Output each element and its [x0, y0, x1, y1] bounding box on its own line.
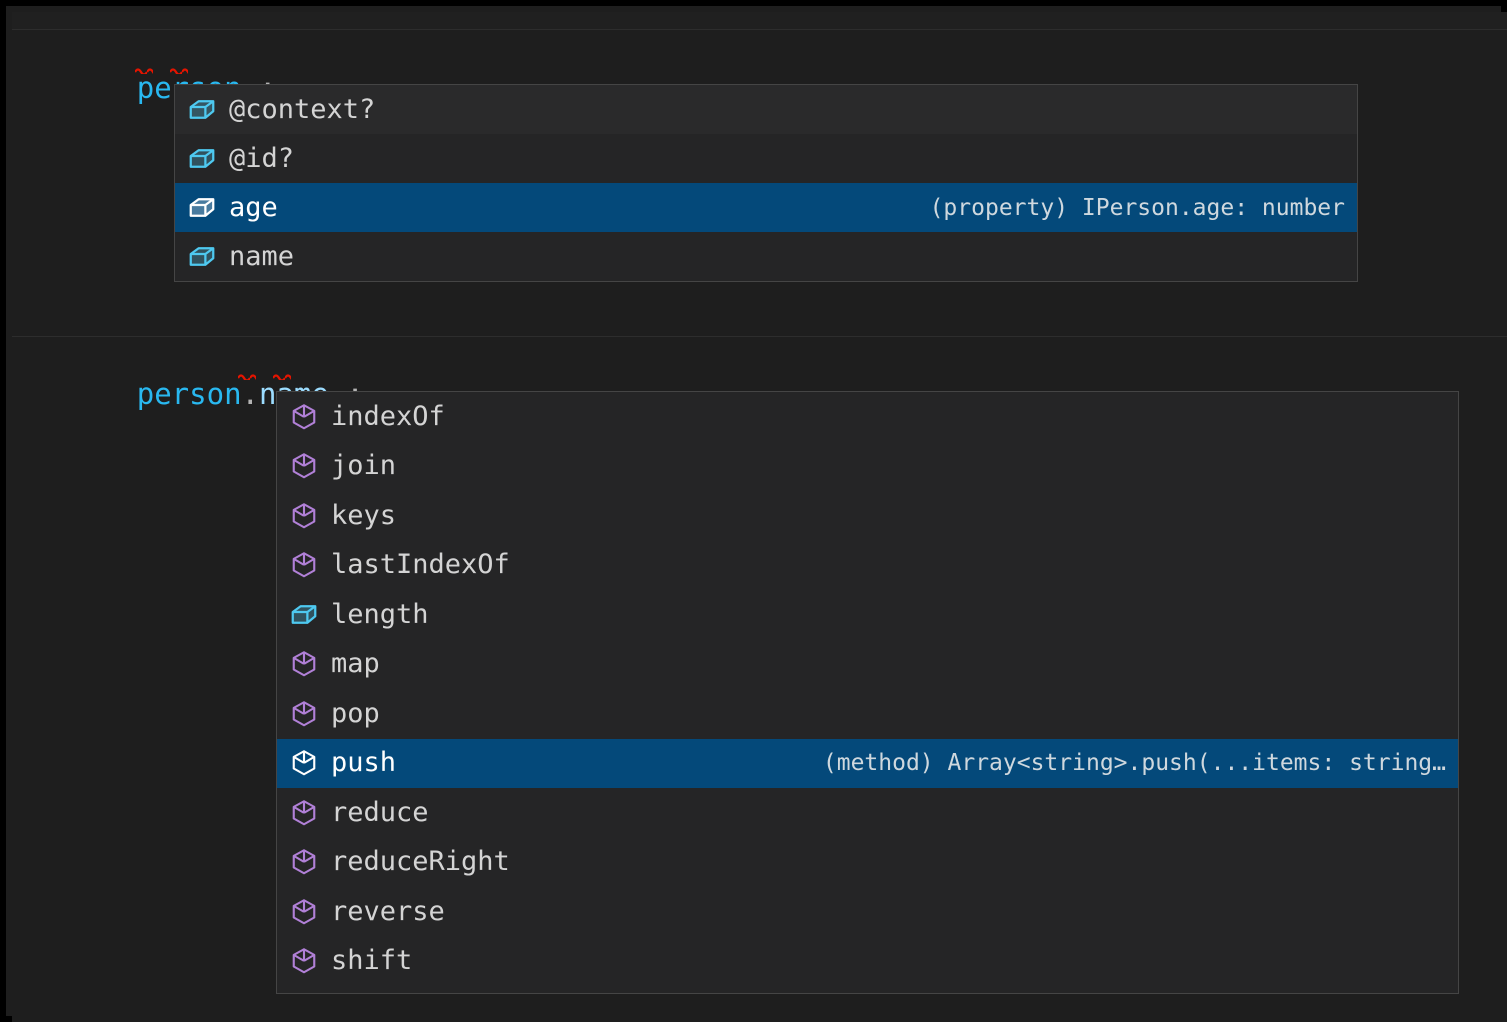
suggest-item-detail: (method) Array<string>.push(...items: st…	[822, 750, 1446, 777]
suggest-item-name[interactable]: name	[175, 232, 1357, 281]
editor-top-strip	[12, 12, 1507, 29]
suggest-widget-person-members[interactable]: @context? @id? age (property) IPerson.age: …	[174, 84, 1358, 282]
suggest-item-label: shift	[331, 945, 413, 977]
property-cube-icon	[185, 95, 219, 125]
method-cube-icon	[287, 501, 321, 531]
suggest-item-label: map	[331, 648, 380, 680]
method-cube-icon	[287, 402, 321, 432]
suggest-item-label: reverse	[331, 895, 445, 927]
suggest-item-pop[interactable]: pop	[277, 689, 1458, 739]
suggest-item-id[interactable]: @id?	[175, 134, 1357, 183]
property-cube-icon	[185, 242, 219, 272]
suggest-widget-person-name-members[interactable]: indexOf join keys lastIndexOf length map pop pu…	[276, 391, 1459, 994]
code-editor[interactable]: person.; person.name.; @context?@id?age(…	[12, 12, 1507, 1022]
method-cube-icon	[287, 847, 321, 877]
suggest-item-context[interactable]: @context?	[175, 85, 1357, 134]
token-variable-person-2: person	[136, 377, 242, 411]
method-cube-icon	[287, 897, 321, 927]
suggest-item-reduceright[interactable]: reduceRight	[277, 837, 1458, 887]
suggest-item-length[interactable]: length	[277, 590, 1458, 640]
suggest-item-shift[interactable]: shift	[277, 936, 1458, 986]
suggest-item-label: indexOf	[331, 400, 445, 432]
suggest-item-label: join	[331, 450, 397, 482]
method-cube-icon	[287, 798, 321, 828]
suggest-item-label: keys	[331, 499, 397, 531]
suggest-item-reduce[interactable]: reduce	[277, 788, 1458, 838]
suggest-item-map[interactable]: map	[277, 639, 1458, 689]
suggest-item-label: age	[229, 191, 278, 223]
suggest-item-label: @id?	[229, 142, 295, 174]
property-cube-icon	[185, 144, 219, 174]
suggest-item-label: pop	[331, 697, 380, 729]
suggest-item-push[interactable]: push (method) Array<string>.push(...items…	[277, 738, 1458, 788]
suggest-item-indexof[interactable]: indexOf	[277, 392, 1458, 442]
method-cube-icon	[287, 748, 321, 778]
suggest-item-join[interactable]: join	[277, 441, 1458, 491]
suggest-item-reverse[interactable]: reverse	[277, 887, 1458, 937]
suggest-item-label: reduceRight	[331, 846, 510, 878]
token-dot-2a: .	[241, 377, 259, 411]
error-squiggle-line-1-semicolon	[170, 67, 188, 74]
editor-divider-top	[12, 29, 1507, 30]
property-cube-icon	[185, 193, 219, 223]
method-cube-icon	[287, 550, 321, 580]
suggest-item-label: lastIndexOf	[331, 549, 510, 581]
method-cube-icon	[287, 649, 321, 679]
suggest-item-detail: (property) IPerson.age: number	[929, 194, 1345, 221]
method-cube-icon	[287, 946, 321, 976]
error-squiggle-line-2-semicolon	[273, 373, 291, 380]
suggest-item-label: push	[331, 747, 397, 779]
suggest-item-keys[interactable]: keys	[277, 491, 1458, 541]
suggest-item-lastindexof[interactable]: lastIndexOf	[277, 540, 1458, 590]
suggest-item-label: name	[229, 240, 295, 272]
method-cube-icon	[287, 451, 321, 481]
error-squiggle-line-1-dot	[135, 67, 153, 74]
suggest-item-age[interactable]: age (property) IPerson.age: number	[175, 183, 1357, 232]
suggest-item-label: @context?	[229, 93, 376, 125]
property-cube-icon	[287, 600, 321, 630]
method-cube-icon	[287, 699, 321, 729]
suggest-item-label: reduce	[331, 796, 429, 828]
editor-divider-mid	[12, 336, 1507, 337]
error-squiggle-line-2-dot	[238, 373, 256, 380]
suggest-item-label: length	[331, 598, 429, 630]
